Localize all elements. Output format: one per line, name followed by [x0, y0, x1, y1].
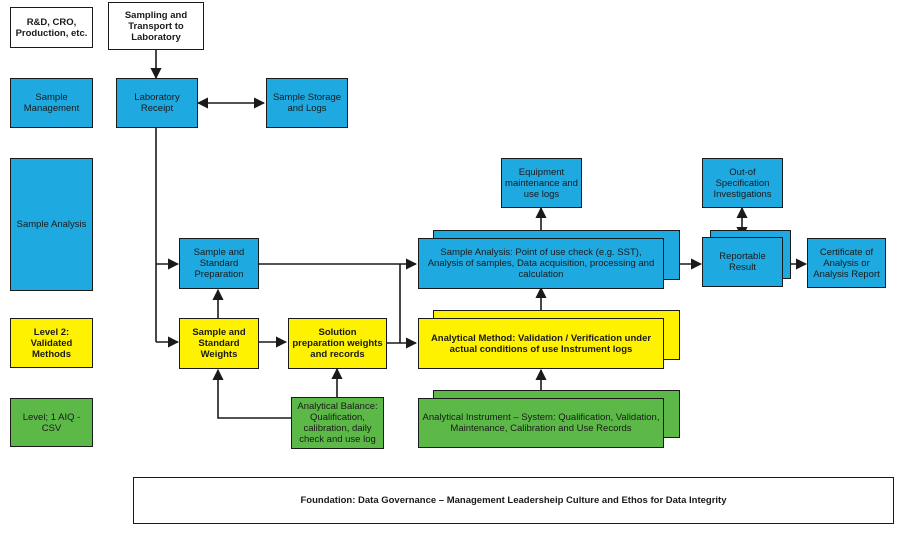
arrow-balance-to-weights [212, 368, 291, 419]
sample-analysis-box: Sample Analysis: Point of use check (e.g… [418, 238, 664, 289]
label-level2: Level 2: Validated Methods [10, 318, 93, 368]
sample-standard-preparation-box: Sample and Standard Preparation [179, 238, 259, 289]
foundation-box: Foundation: Data Governance – Management… [133, 477, 894, 524]
laboratory-receipt-box: Laboratory Receipt [116, 78, 198, 128]
certificate-box: Certificate of Analysis or Analysis Repo… [807, 238, 886, 288]
oos-investigations-box: Out-of Specification Investigations [702, 158, 783, 208]
analytical-method-box: Analytical Method: Validation / Verifica… [418, 318, 664, 369]
solution-preparation-box: Solution preparation weights and records [288, 318, 387, 369]
sample-standard-weights-box: Sample and Standard Weights [179, 318, 259, 369]
label-sample-analysis: Sample Analysis [10, 158, 93, 291]
label-level1: Level; 1 AIQ - CSV [10, 398, 93, 447]
equipment-logs-box: Equipment maintenance and use logs [501, 158, 582, 208]
label-rd-cro: R&D, CRO, Production, etc. [10, 7, 93, 48]
analytical-balance-box: Analytical Balance: Qualification, calib… [291, 397, 384, 449]
reportable-result-box: Reportable Result [702, 237, 783, 287]
analytical-instrument-box: Analytical Instrument – System: Qualific… [418, 398, 664, 448]
label-sample-management: Sample Management [10, 78, 93, 128]
sample-storage-box: Sample Storage and Logs [266, 78, 348, 128]
sampling-transport-box: Sampling and Transport to Laboratory [108, 2, 204, 50]
